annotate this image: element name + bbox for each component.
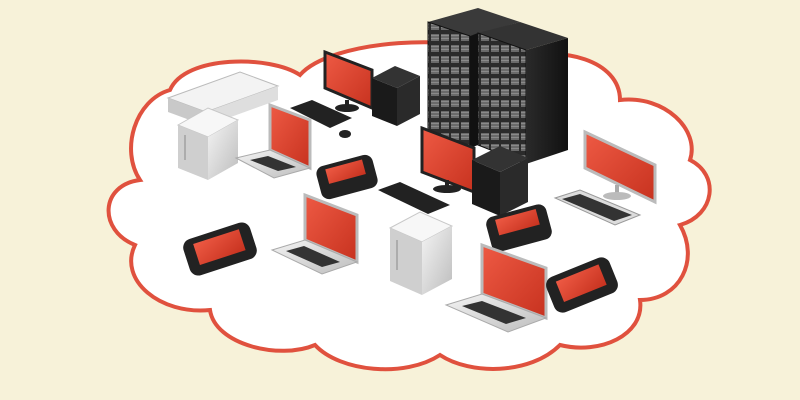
laptop [234, 102, 312, 179]
desktop-monitor [583, 129, 657, 205]
desktop-monitor [420, 125, 476, 195]
tower-pc-white [388, 211, 454, 295]
keyboard [378, 182, 450, 214]
server-rack [477, 22, 568, 165]
tower-pc-white [176, 107, 240, 180]
mouse [339, 130, 351, 138]
keyboard [553, 189, 642, 226]
smartphone [183, 222, 257, 276]
smartphone [546, 257, 618, 313]
tower-pc-black [472, 146, 528, 216]
tower-pc-black [372, 66, 420, 126]
smartphone [486, 204, 552, 252]
smartphone [316, 154, 378, 200]
laptop [444, 242, 548, 333]
laptop [270, 192, 359, 275]
keyboard [290, 100, 352, 128]
